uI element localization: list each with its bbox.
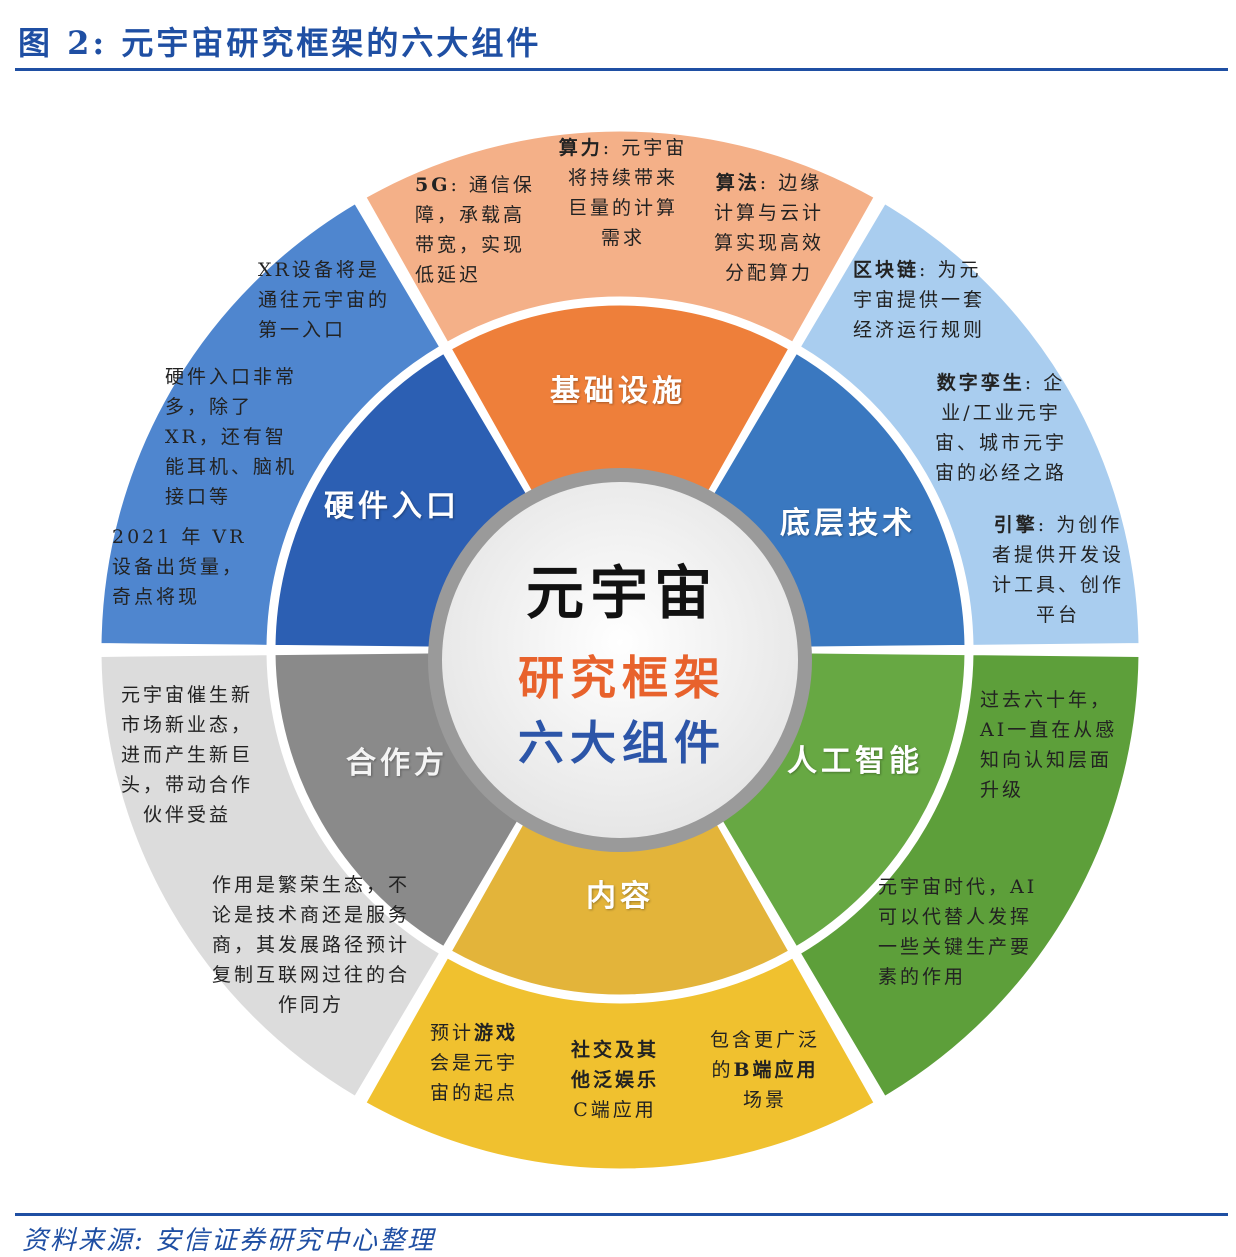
title-divider bbox=[15, 68, 1228, 71]
component-infrastructure: 基础设施 bbox=[550, 374, 686, 409]
note-social: 社交及其他泛娱乐C端应用 bbox=[570, 1039, 659, 1121]
component-ai: 人工智能 bbox=[787, 744, 923, 779]
note-b-end: 包含更广泛的B端应用场景 bbox=[709, 1029, 820, 1111]
outer-segment-partners bbox=[98, 652, 443, 1100]
note-compute: 算力: 元宇宙将持续带来巨量的计算需求 bbox=[558, 137, 688, 249]
note-ai-era: 元宇宙时代，AI可以代替人发挥一些关键生产要素的作用 bbox=[878, 876, 1038, 988]
outer-segment-underlying-tech bbox=[797, 200, 1142, 648]
component-partners: 合作方 bbox=[346, 746, 448, 781]
component-content: 内容 bbox=[586, 879, 654, 914]
outer-segment-ai bbox=[797, 652, 1142, 1100]
center-subtitle-2: 六大组件 bbox=[518, 716, 726, 770]
outer-segment-hardware bbox=[98, 200, 443, 648]
center-circle bbox=[442, 482, 798, 838]
note-partners-new-market: 元宇宙催生新市场新业态，进而产生新巨头，带动合作伙伴受益 bbox=[120, 684, 253, 826]
center-subtitle: 研究框架 bbox=[518, 651, 726, 705]
note-algorithm: 算法: 边缘计算与云计算实现高效分配算力 bbox=[713, 172, 824, 284]
footer-divider bbox=[15, 1213, 1228, 1216]
component-underlying-tech: 底层技术 bbox=[780, 506, 916, 541]
note-xr: XR设备将是通往元宇宙的第一入口 bbox=[258, 259, 391, 341]
note-vr: 2021 年 VR 设备出货量，奇点将现 bbox=[112, 526, 247, 608]
note-partners-ecosystem: 作用是繁荣生态，不论是技术商还是服务商，其发展路径预计复制互联网过往的合作同方 bbox=[212, 874, 411, 1016]
note-5g: 5G: 通信保障，承载高带宽，实现低延迟 bbox=[415, 174, 535, 286]
note-games: 预计游戏会是元宇宙的起点 bbox=[430, 1022, 519, 1104]
note-ai-history: 过去六十年，AI一直在从感知向认知层面升级 bbox=[980, 689, 1118, 801]
component-hardware: 硬件入口 bbox=[324, 489, 460, 524]
note-hardware: 硬件入口非常多，除了XR，还有智能耳机、脑机接口等 bbox=[165, 366, 298, 508]
note-blockchain: 区块链: 为元宇宙提供一套经济运行规则 bbox=[853, 259, 986, 341]
note-digital-twin: 数字孪生: 企业/工业元宇宙、城市元宇宙的必经之路 bbox=[934, 372, 1067, 484]
outer-segment-infrastructure bbox=[362, 128, 878, 346]
source-note: 资料来源: 安信证券研究中心整理 bbox=[22, 1226, 436, 1256]
outer-segment-content bbox=[362, 954, 878, 1172]
note-engine: 引擎: 为创作者提供开发设计工具、创作平台 bbox=[991, 514, 1124, 626]
figure-title: 图 2: 元宇宙研究框架的六大组件 bbox=[18, 24, 542, 62]
center-title: 元宇宙 bbox=[525, 559, 719, 627]
